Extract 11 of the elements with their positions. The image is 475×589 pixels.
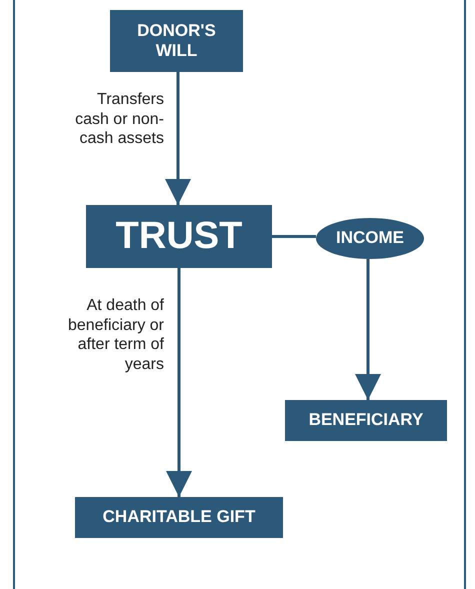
arrow — [165, 72, 191, 205]
arrow — [355, 259, 381, 400]
edge-label: Transfers cash or non-cash assets — [74, 90, 164, 149]
arrow — [166, 268, 192, 497]
process-box: TRUST — [86, 205, 272, 268]
process-box: BENEFICIARY — [285, 400, 447, 441]
connector-line — [272, 235, 316, 238]
process-box: DONOR'S WILL — [110, 10, 243, 72]
ellipse-node: INCOME — [316, 218, 424, 259]
process-box: CHARITABLE GIFT — [75, 497, 283, 538]
edge-label: At death of beneficiary or after term of years — [66, 296, 164, 374]
